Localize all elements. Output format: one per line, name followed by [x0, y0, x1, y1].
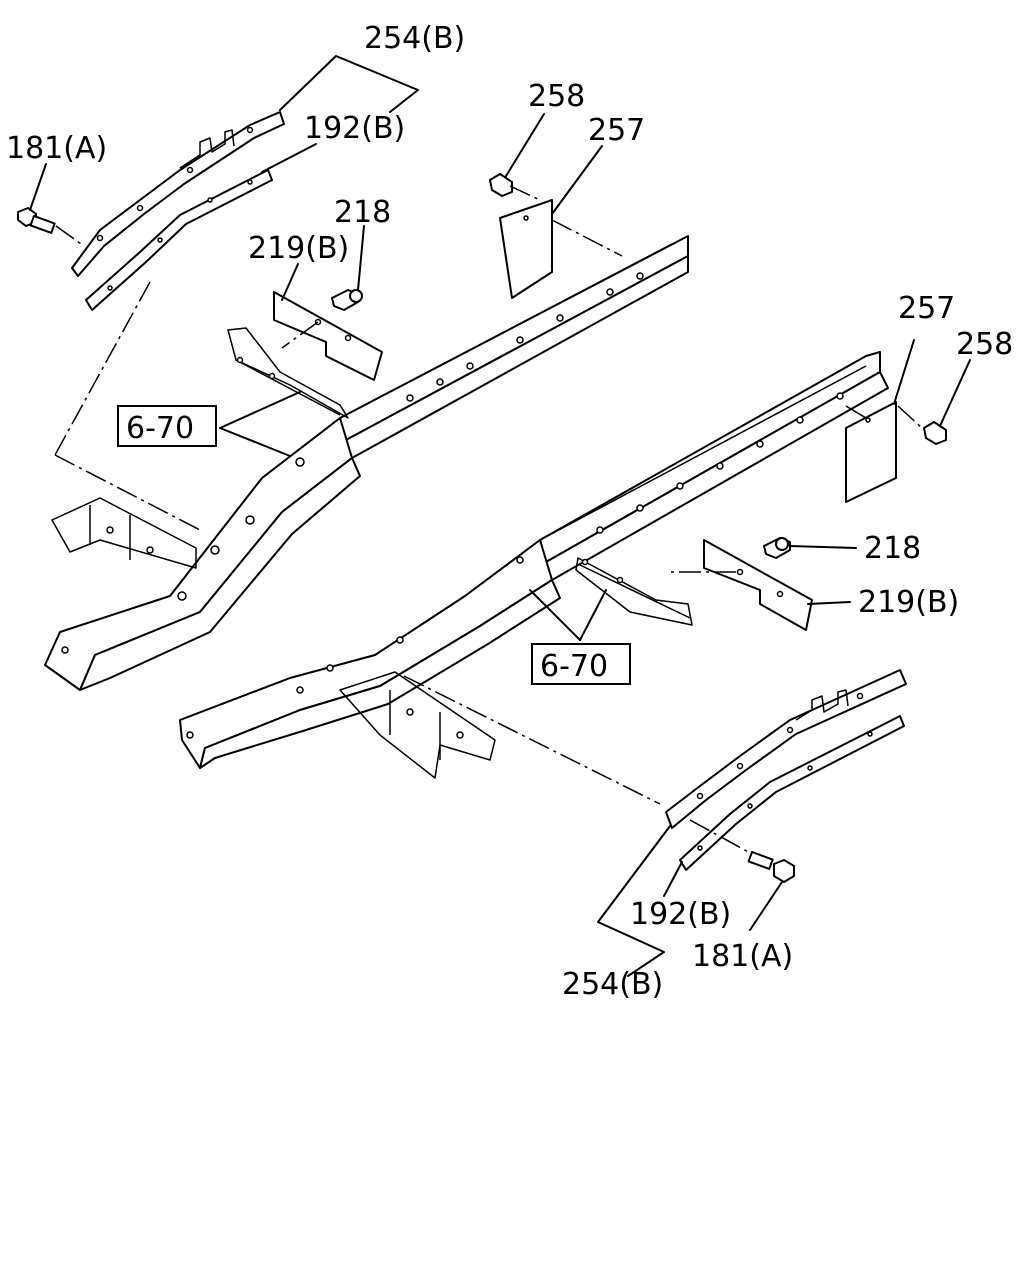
lower-bolt-181a: [747, 851, 795, 883]
callouts: 254(B) 192(B) 181(A) 258 257 218 219(B) …: [6, 21, 1013, 1002]
upper-plate-219b: [273, 289, 383, 381]
callout-257-right: 257: [898, 291, 955, 326]
right-crossmember-bracket: [575, 557, 693, 626]
callout-box-670-left: [117, 405, 217, 447]
callout-192b-top: 192(B): [304, 111, 405, 146]
callout-box-670-mid: [531, 643, 631, 685]
right-frame-rail: [179, 351, 889, 779]
callout-258-right: 258: [956, 327, 1013, 362]
callout-258-top: 258: [528, 79, 585, 114]
callout-254b-bottom: 254(B): [562, 967, 663, 1002]
upper-reinforcement-254b: [71, 111, 285, 277]
callout-192b-bottom: 192(B): [630, 897, 731, 932]
callout-257-top: 257: [588, 113, 645, 148]
lower-shim-192b: [679, 715, 905, 871]
callout-670-mid: 6-70: [540, 649, 608, 684]
callout-254b-top: 254(B): [364, 21, 465, 56]
left-crossmember-bracket: [227, 327, 349, 419]
upper-shim-192b: [85, 169, 273, 311]
callout-219b-top: 219(B): [248, 231, 349, 266]
upper-bolt-181a: [17, 207, 56, 234]
upper-mudflap-257: [489, 173, 553, 299]
leader-lines: [29, 55, 971, 977]
callout-218-top: 218: [334, 195, 391, 230]
callout-181a-top: 181(A): [6, 131, 107, 166]
right-mudflap-257: [845, 401, 947, 503]
lower-reinforcement-254b: [665, 669, 907, 829]
callout-670-left: 6-70: [126, 411, 194, 446]
callout-219b-right: 219(B): [858, 585, 959, 620]
callout-218-right: 218: [864, 531, 921, 566]
right-plate-219b: [703, 537, 813, 631]
left-frame-rail: [44, 235, 689, 691]
callout-181a-bottom: 181(A): [692, 939, 793, 974]
